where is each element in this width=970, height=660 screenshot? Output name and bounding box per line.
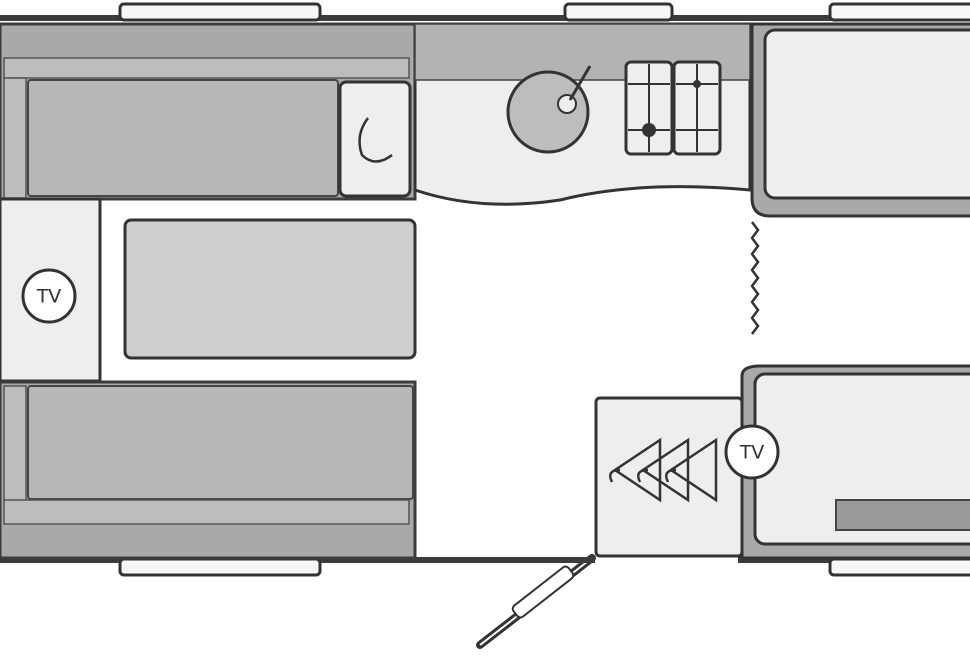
hob-icon <box>624 60 722 156</box>
entrance-door <box>476 554 596 649</box>
sink-icon <box>506 70 590 154</box>
window-top-right <box>828 2 970 22</box>
tv-cabinet-left: TV <box>0 197 102 383</box>
window-top-left <box>118 2 322 22</box>
tv-label: TV <box>36 286 62 308</box>
tv-icon <box>21 268 77 324</box>
seat-bottom-right: TV <box>724 364 970 560</box>
hanger-icon <box>609 437 718 503</box>
washroom-unit <box>338 80 412 198</box>
door-handle <box>511 565 575 619</box>
toilet-icon <box>358 117 393 163</box>
kitchen-unit <box>413 22 752 206</box>
wardrobe <box>594 396 744 558</box>
table <box>123 218 417 360</box>
window-top-middle <box>563 2 674 22</box>
window-bottom-left <box>118 557 322 577</box>
tv-icon <box>724 424 780 480</box>
tap-icon <box>568 65 592 101</box>
seat-bottom-left <box>0 380 417 560</box>
tv-label: TV <box>739 442 765 464</box>
windows <box>118 2 970 577</box>
window-bottom-right <box>828 557 970 577</box>
seat-top-right <box>750 22 970 218</box>
curtain-icon <box>750 221 760 335</box>
